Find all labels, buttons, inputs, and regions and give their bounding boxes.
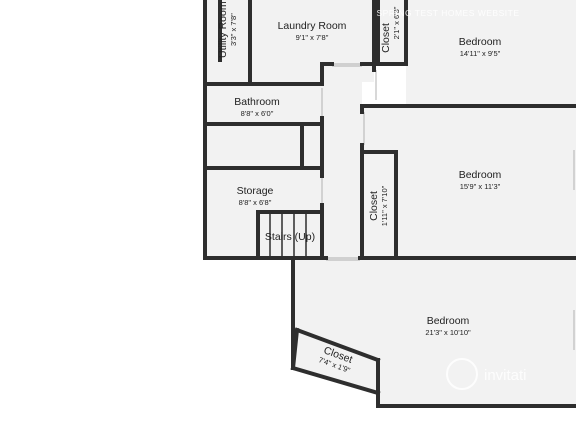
watermark-top-text: SPRING TEST HOMES WEBSITE (376, 8, 519, 18)
hall-floor (322, 64, 362, 258)
closet-mid-dim: 1'11" x 7'10" (380, 185, 389, 226)
watermark-logo-icon (446, 358, 478, 390)
watermark-brand-text: invitati (484, 367, 527, 384)
openings (321, 63, 575, 350)
bathroom-dim: 8'8" x 6'0" (241, 109, 274, 118)
stairs-name: Stairs (Up) (265, 231, 315, 243)
closet-top-dim: 2'1" x 6'3" (392, 6, 401, 39)
room-labels: Utility Room 3'3" x 7'8" Laundry Room 9'… (217, 1, 502, 375)
watermark-logo: invitati (446, 358, 527, 390)
utility-room-name: Utility Room (217, 1, 229, 58)
closet-mid-name: Closet (368, 191, 380, 221)
stairs-treads (269, 214, 307, 258)
laundry-room-name: Laundry Room (278, 20, 347, 32)
bedroom-mid-name: Bedroom (459, 169, 502, 181)
utility-room-floor (205, 0, 250, 82)
closet-mid-label: Closet 1'11" x 7'10" (368, 185, 389, 226)
bathroom-name: Bathroom (234, 96, 280, 108)
utility-room-dim: 3'3" x 7'8" (229, 13, 238, 46)
bedroom-top-name: Bedroom (459, 36, 502, 48)
bedroom-top-floor (406, 0, 576, 106)
bedroom-mid-dim: 15'9" x 11'3" (460, 182, 501, 191)
closet-top-name: Closet (380, 23, 392, 53)
storage-dim: 8'8" x 6'8" (239, 198, 272, 207)
storage-name: Storage (237, 185, 274, 197)
walls (203, 0, 576, 408)
laundry-room-dim: 9'1" x 7'8" (296, 33, 329, 42)
bedroom-bottom-dim: 21'3" x 10'10" (425, 328, 471, 337)
utility-room-label: Utility Room 3'3" x 7'8" (217, 1, 238, 58)
closet-top-label: Closet 2'1" x 6'3" (380, 6, 401, 53)
watermarks: SPRING TEST HOMES WEBSITE invitati (376, 8, 527, 390)
bedroom-top-dim: 14'11" x 9'5" (460, 49, 501, 58)
bedroom-bottom-name: Bedroom (427, 315, 470, 327)
bedroom-bottom-floor (293, 258, 576, 406)
